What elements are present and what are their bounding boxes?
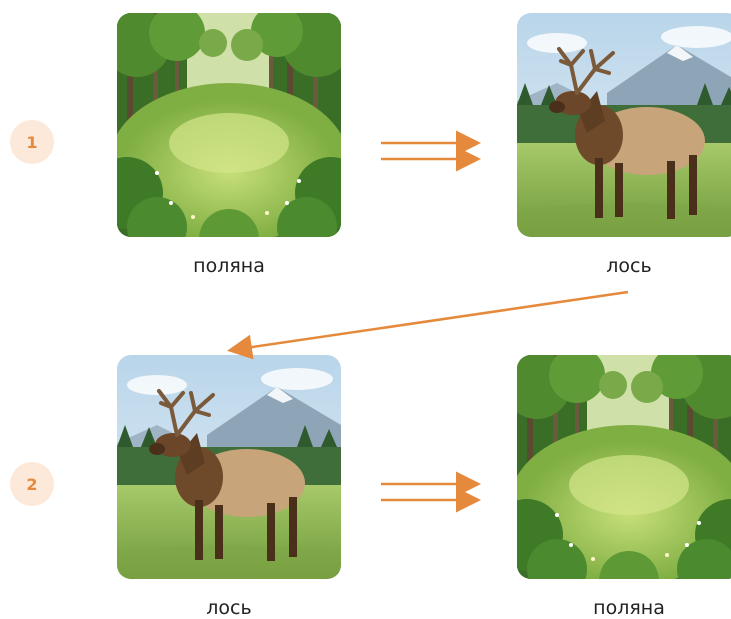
double-arrow-row1 (381, 130, 481, 172)
image-elk (117, 355, 341, 579)
elk-illustration (117, 355, 341, 579)
image-forest-clearing (517, 355, 731, 579)
caption-step1-right: лось (606, 255, 652, 277)
double-arrow-row2 (381, 471, 481, 513)
image-elk (517, 13, 731, 237)
step-badge-2: 2 (10, 462, 54, 506)
caption-step1-left: поляна (193, 255, 265, 277)
image-forest-clearing (117, 13, 341, 237)
step-badge-1: 1 (10, 120, 54, 164)
caption-step2-left: лось (206, 597, 252, 619)
forest-clearing-illustration (117, 13, 341, 237)
elk-illustration (517, 13, 731, 237)
caption-step2-right: поляна (593, 597, 665, 619)
forest-clearing-illustration (517, 355, 731, 579)
diagonal-arrow (227, 290, 629, 360)
